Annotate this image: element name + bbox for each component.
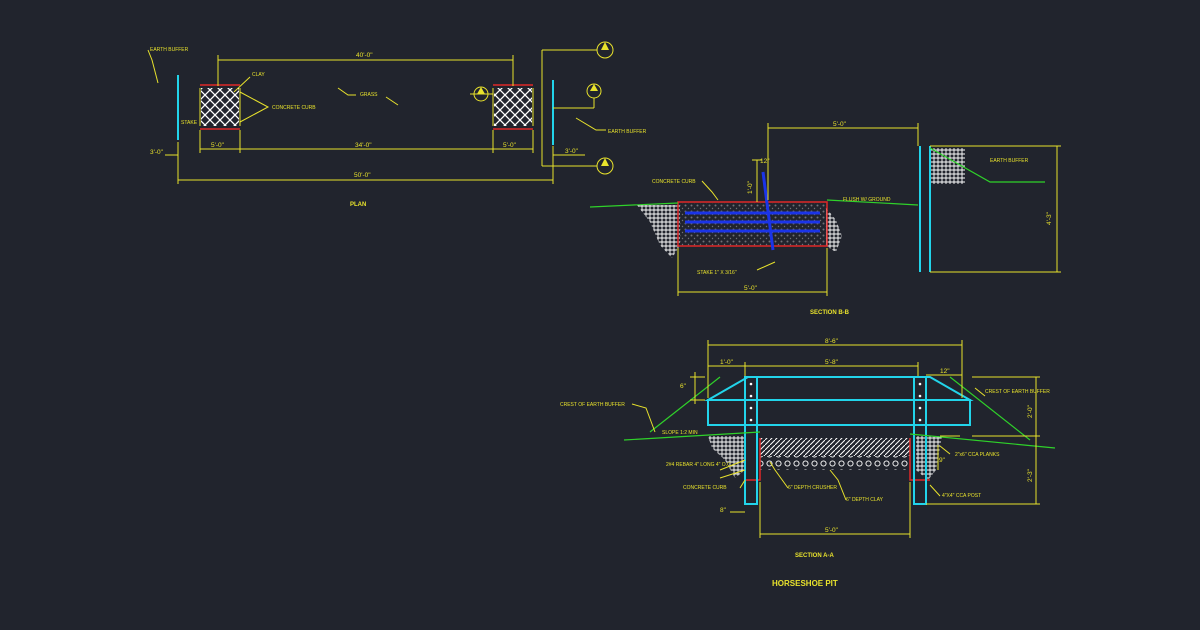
- plan-stake-symbols: [470, 41, 614, 175]
- section-a-posts: [744, 376, 927, 505]
- section-a-note-planks: 2"x6" CCA PLANKS: [955, 452, 1000, 458]
- section-b-note-buffer: EARTH BUFFER: [990, 158, 1029, 164]
- plan-note-earth-buffer-right: EARTH BUFFER: [608, 129, 647, 135]
- section-b-dim-top: 5'-0": [833, 121, 847, 128]
- section-b-curb: [677, 201, 828, 247]
- section-a-dim-right: 12": [940, 368, 950, 375]
- section-a-gravel-layer: [760, 438, 910, 456]
- sheet-title: HORSESHOE PIT: [772, 579, 838, 588]
- section-b-rebars: [685, 171, 820, 251]
- plan-view: 40'-0" 5'-0" 34'-0" 5'-0" 50'-0" 3'-0" 3…: [147, 41, 647, 208]
- section-a-soil-left: [708, 436, 745, 478]
- section-a-note-clay: 6" DEPTH CLAY: [846, 497, 884, 503]
- plan-dim-left-offset: 3'-0": [150, 149, 164, 156]
- plan-pit-left: [201, 88, 239, 126]
- section-a-backboard: [704, 376, 974, 426]
- section-a-dim-small-right: 9": [939, 457, 946, 464]
- plan-leaders: [147, 49, 606, 131]
- section-b-gravel: [680, 203, 826, 246]
- section-a-view: 8'-6" 1'-0" 5'-8" 12" 6" 2'-0" 2'-3" 5'-…: [560, 338, 1056, 559]
- plan-note-concrete-curb: CONCRETE CURB: [272, 105, 316, 111]
- section-b-dim-height: 4'-3": [1046, 211, 1053, 225]
- section-b-soil-left: [637, 205, 680, 258]
- plan-title: PLAN: [350, 202, 366, 208]
- plan-dimension-lines: [165, 55, 585, 184]
- section-a-note-curb: CONCRETE CURB: [683, 485, 727, 491]
- section-b-title: SECTION B-B: [810, 310, 850, 316]
- section-a-grade-lines: [623, 376, 1056, 449]
- section-b-dim-small: 12": [760, 158, 770, 165]
- section-b-grade-buffer: [929, 147, 1045, 183]
- section-a-note-bars: 2#4 REBAR 4" LONG 4" O.C.: [666, 462, 732, 468]
- plan-pit-right: [494, 88, 532, 126]
- section-a-title: SECTION A-A: [795, 553, 834, 559]
- section-b-dimension-lines: [677, 123, 1061, 296]
- section-b-note-rebar: STAKE 1" X 3/16": [697, 270, 737, 276]
- section-a-note-gravel: 6" DEPTH CRUSHER: [788, 485, 837, 491]
- section-b-dim-bottom: 5'-0": [744, 285, 758, 292]
- section-a-dim-left: 1'-0": [720, 359, 734, 366]
- section-a-note-crest-left: CREST OF EARTH BUFFER: [560, 402, 625, 408]
- section-a-soil-right: [916, 436, 942, 480]
- section-a-post-bolts: [749, 382, 922, 422]
- plan-note-grass: GRASS: [360, 92, 378, 98]
- plan-dim-overall: 50'-0": [354, 172, 371, 179]
- plan-note-clay: CLAY: [252, 72, 265, 78]
- section-b-grade-left: [589, 202, 679, 208]
- section-a-note-post: 4"X4" CCA POST: [942, 493, 981, 499]
- plan-dim-curb-left: 5'-0": [211, 142, 225, 149]
- section-a-dim-bottom: 5'-0": [825, 527, 839, 534]
- section-a-dim-mid: 5'-8": [825, 359, 839, 366]
- plan-dim-curb-right: 5'-0": [503, 142, 517, 149]
- section-a-dim-small-left: 8": [720, 507, 727, 514]
- plan-dim-middle: 34'-0": [355, 142, 372, 149]
- section-a-leaders: [631, 387, 986, 501]
- plan-curb-leader: [239, 91, 270, 123]
- section-a-dim-overall: 8'-6": [825, 338, 839, 345]
- section-a-dim-top-left: 6": [680, 383, 687, 390]
- section-b-note-grade: FLUSH W/ GROUND: [843, 197, 891, 203]
- section-b-soil-right: [826, 208, 842, 252]
- section-b-note-curb: CONCRETE CURB: [652, 179, 696, 185]
- section-a-dim-right-lower: 2'-3": [1027, 468, 1034, 482]
- section-b-dim-depth: 1'-0": [747, 180, 754, 194]
- section-b-buffer-hatch: [930, 148, 965, 184]
- plan-note-stake: STAKE: [181, 120, 198, 126]
- plan-note-earth-buffer-left: EARTH BUFFER: [150, 47, 189, 53]
- section-b-view: 5'-0" 5'-0" 4'-3" 1'-0" 12" CONCRETE CUR…: [589, 121, 1061, 316]
- plan-dim-right-offset: 3'-0": [565, 148, 579, 155]
- section-a-dimension-lines: [690, 340, 1040, 538]
- plan-dim-top: 40'-0": [356, 52, 373, 59]
- section-a-clay-layer: [760, 456, 910, 470]
- section-a-note-crest-right: CREST OF EARTH BUFFER: [985, 389, 1050, 395]
- section-a-curb-right: [909, 438, 930, 481]
- section-b-grade-right: [826, 199, 919, 206]
- section-a-dim-right-upper: 2'-0": [1027, 404, 1034, 418]
- section-a-note-slope: SLOPE 1:2 MIN: [662, 430, 698, 436]
- section-a-curb-left: [745, 438, 761, 481]
